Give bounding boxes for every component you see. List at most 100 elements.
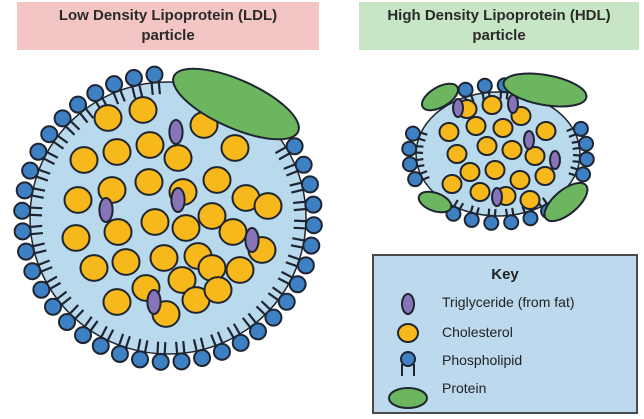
cholesterol	[69, 146, 99, 174]
cholesterol	[469, 181, 491, 203]
phospholipid	[110, 333, 131, 363]
cholesterol	[225, 256, 255, 284]
phospholipid	[571, 135, 595, 152]
phospholipid	[17, 242, 47, 261]
phospholipid	[40, 125, 69, 150]
cholesterol	[253, 192, 283, 220]
cholesterol	[111, 248, 141, 276]
phospholipid	[131, 338, 150, 369]
phospholipid	[69, 95, 95, 124]
phospholipid	[267, 286, 296, 311]
triglyceride	[452, 98, 464, 118]
phospholipid	[404, 125, 428, 142]
phospholipid	[105, 75, 126, 105]
hdl-title-line1: High Density Lipoprotein (HDL)	[387, 7, 611, 24]
phospholipid	[53, 109, 81, 136]
phospholipid	[145, 65, 164, 95]
ldl-title: Low Density Lipoprotein (LDL) particle	[17, 2, 319, 50]
cholesterol	[102, 138, 132, 166]
cholesterol	[171, 214, 201, 242]
phospholipid	[274, 137, 304, 161]
phospholipid	[503, 207, 520, 231]
cholesterol	[501, 139, 523, 161]
cholesterol	[438, 121, 460, 143]
phospholipid	[29, 142, 59, 166]
key-icons	[388, 293, 428, 409]
phospholipid	[241, 312, 267, 341]
cholesterol	[140, 208, 170, 236]
cholesterol	[103, 218, 133, 246]
phospholipid	[568, 166, 592, 183]
cholesterol	[441, 173, 463, 195]
key-label-protein: Protein	[442, 380, 487, 396]
protein	[172, 67, 300, 141]
phospholipid	[13, 222, 43, 241]
phospholipid	[572, 151, 595, 168]
cholesterol	[484, 159, 506, 181]
phospholipid	[293, 195, 323, 214]
phospholipid	[566, 120, 589, 138]
cholesterol	[163, 144, 193, 172]
key-label-cholesterol: Cholesterol	[442, 324, 513, 340]
phospholipid	[483, 208, 500, 231]
cholesterol	[535, 120, 557, 142]
cholesterol	[492, 117, 514, 139]
phospholipid	[32, 275, 62, 299]
phospholipid	[74, 316, 99, 345]
protein-icon	[388, 387, 428, 409]
phospholipid	[13, 201, 43, 220]
phospholipid	[407, 170, 430, 188]
phospholipid	[15, 181, 46, 200]
key-label-phospholipid: Phospholipid	[442, 352, 523, 368]
protein	[417, 190, 453, 214]
cholesterol	[63, 186, 93, 214]
triglyceride	[146, 289, 162, 315]
cholesterol	[61, 224, 91, 252]
cholesterol	[481, 94, 503, 116]
cholesterol	[465, 115, 487, 137]
triglyceride	[98, 197, 114, 223]
cholesterol	[476, 135, 498, 157]
cholesterol	[220, 134, 250, 162]
cholesterol	[167, 266, 197, 294]
triglyceride-icon	[401, 293, 415, 315]
phospholipid-icon	[400, 351, 416, 376]
cholesterol	[135, 131, 165, 159]
phospholipid	[255, 300, 283, 327]
phospholipid	[290, 236, 321, 255]
protein	[543, 181, 589, 223]
phospholipid	[23, 259, 53, 281]
hdl-particle	[401, 72, 595, 231]
phospholipid	[289, 175, 319, 194]
cholesterol	[218, 218, 248, 246]
phospholipid	[283, 155, 313, 177]
key-label-triglyceride: Triglyceride (from fat)	[442, 294, 575, 310]
phospholipid	[91, 325, 115, 355]
cholesterol	[509, 169, 531, 191]
phospholipid	[124, 68, 144, 99]
triglyceride	[491, 187, 503, 207]
cholesterol	[202, 166, 232, 194]
cholesterol-icon	[397, 323, 419, 343]
phospholipid	[151, 341, 170, 371]
hdl-title-line2: particle	[472, 27, 526, 44]
triglyceride	[170, 187, 186, 213]
phospholipid	[277, 270, 307, 294]
ldl-particle	[13, 65, 323, 371]
triglyceride	[549, 150, 561, 170]
cholesterol	[203, 276, 233, 304]
phospholipid	[57, 304, 85, 331]
cholesterol	[446, 143, 468, 165]
cholesterol	[459, 161, 481, 183]
phospholipid	[476, 77, 493, 101]
phospholipid	[226, 323, 250, 352]
cholesterol	[197, 202, 227, 230]
key-box: Key Triglyceride (from fat) Cholesterol …	[372, 254, 638, 414]
cholesterol	[128, 96, 158, 124]
protein	[502, 72, 588, 108]
cholesterol	[149, 244, 179, 272]
triglyceride	[244, 227, 260, 253]
ldl-title-line1: Low Density Lipoprotein (LDL)	[58, 7, 278, 24]
triglyceride	[168, 119, 184, 145]
